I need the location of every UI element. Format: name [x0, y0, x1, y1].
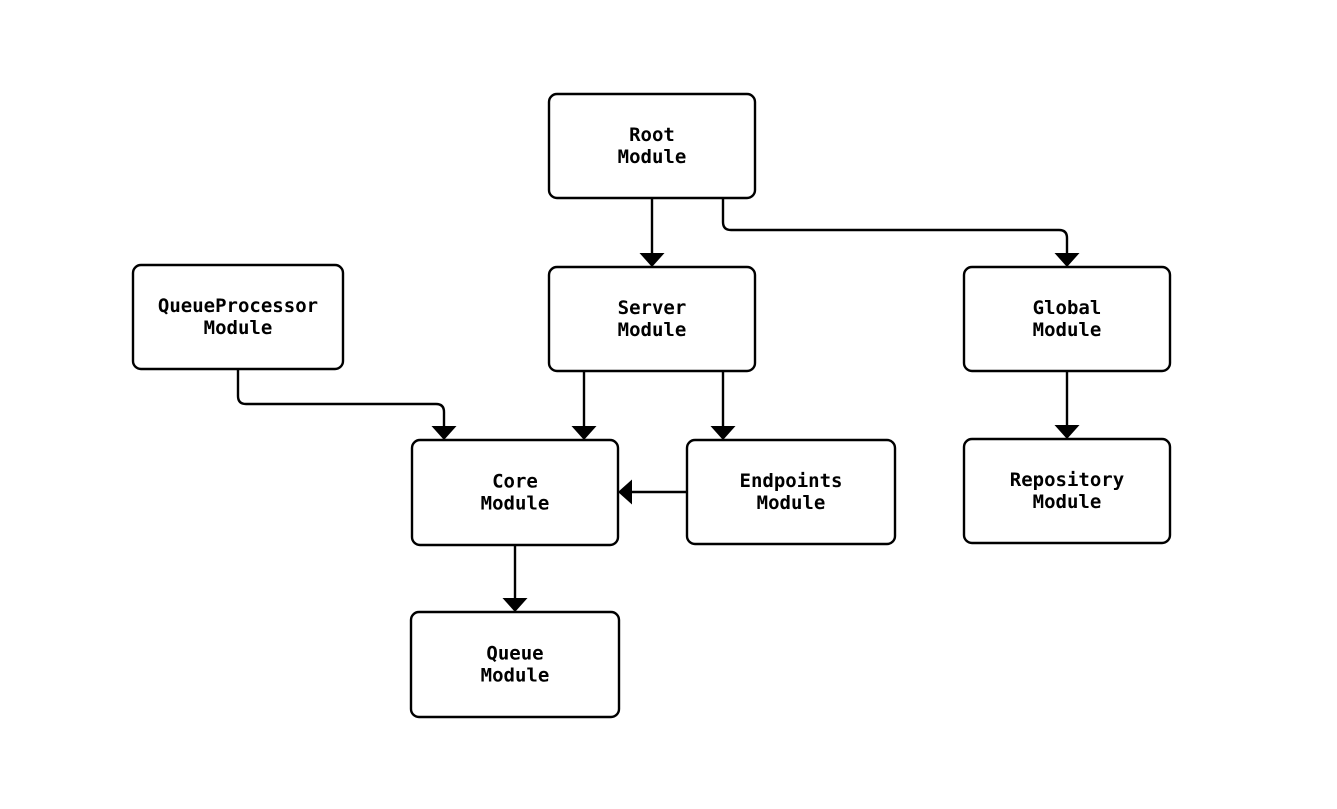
node-box: [962, 265, 1172, 373]
node-box: [685, 438, 897, 546]
node-box: [547, 92, 757, 200]
arrowhead-queueprocessor-to-core: [431, 426, 457, 440]
arrowhead-endpoints-to-core: [618, 479, 632, 505]
edge-queueprocessor-to-core: [236, 369, 446, 426]
node-box: [547, 265, 757, 373]
node-box: [410, 438, 620, 547]
arrowhead-server-to-core: [571, 426, 597, 440]
edges-layer: [236, 198, 1080, 612]
arrowhead-server-to-endpoints: [710, 426, 736, 440]
arrowhead-global-to-repository: [1054, 425, 1080, 439]
node-box: [409, 610, 621, 719]
edge-root-to-global: [721, 198, 1069, 253]
node-box: [131, 263, 345, 371]
arrowhead-root-to-global: [1054, 253, 1080, 267]
arrowhead-root-to-server: [639, 253, 665, 267]
node-box: [962, 437, 1172, 545]
arrowhead-core-to-queue: [502, 598, 528, 612]
